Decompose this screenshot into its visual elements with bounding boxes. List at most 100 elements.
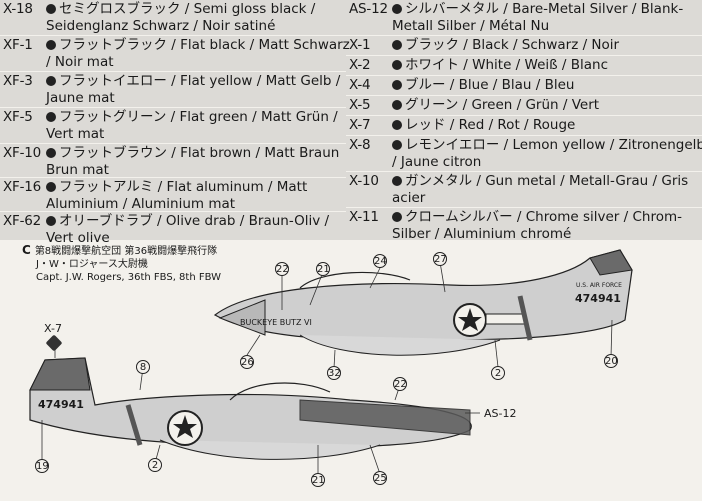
legend-row: AS-12 シルバーメタル / Bare-Metal Silver / Blan… xyxy=(346,0,702,36)
paint-name: ブラック / Black / Schwarz / Noir xyxy=(405,37,620,53)
paint-name: レッド / Red / Rot / Rouge xyxy=(405,117,576,133)
paint-name-line2: / Jaune citron xyxy=(392,154,482,170)
paint-name: フラットイエロー / Flat yellow / Matt Gelb / xyxy=(59,73,341,89)
paint-code: X-2 xyxy=(349,57,371,73)
paint-code: X-8 xyxy=(349,137,371,153)
legend-row: X-2 ホワイト / White / Weiß / Blanc xyxy=(346,56,702,76)
paint-name: セミグロスブラック / Semi gloss black / xyxy=(59,1,316,17)
callout-marker: 21 xyxy=(316,262,330,276)
callout-marker: 21 xyxy=(311,473,325,487)
callout-marker: 22 xyxy=(393,377,407,391)
callout-marker: 2 xyxy=(491,366,505,380)
paint-code: X-4 xyxy=(349,77,371,93)
paint-name: ホワイト / White / Weiß / Blanc xyxy=(405,57,609,73)
paint-dot-icon xyxy=(46,4,56,14)
legend-row: XF-10 フラットブラウン / Flat brown / Matt Braun… xyxy=(0,144,346,178)
paint-code: X-10 xyxy=(349,173,379,189)
paint-code: AS-12 xyxy=(349,1,388,17)
paint-name: フラットアルミ / Flat aluminum / Matt xyxy=(59,179,308,195)
paint-name-line2: Seidenglanz Schwarz / Noir satiné xyxy=(46,18,276,34)
paint-dot-icon xyxy=(46,216,56,226)
paint-name-line2: Brun mat xyxy=(46,162,109,178)
legend-row: X-1 ブラック / Black / Schwarz / Noir xyxy=(346,36,702,56)
paint-name-line2: Vert olive xyxy=(46,230,110,246)
serial-number-top: 474941 xyxy=(575,292,621,305)
paint-dot-icon xyxy=(392,140,402,150)
paint-dot-icon xyxy=(392,4,402,14)
lower-aircraft-drawing xyxy=(29,357,472,460)
paint-code: XF-3 xyxy=(3,73,33,89)
callout-marker: 26 xyxy=(240,355,254,369)
paint-code: X-11 xyxy=(349,209,379,225)
paint-dot-icon xyxy=(46,148,56,158)
legend-row: XF-62 オリーブドラブ / Olive drab / Braun-Oliv … xyxy=(0,212,346,246)
paint-name: ガンメタル / Gun metal / Metall-Grau / Gris xyxy=(405,173,689,189)
legend-row: X-11 クロームシルバー / Chrome silver / Chrom-Si… xyxy=(346,208,702,242)
paint-code: X-18 xyxy=(3,1,33,17)
legend-row: X-7 レッド / Red / Rot / Rouge xyxy=(346,116,702,136)
callout-marker: 2 xyxy=(148,458,162,472)
legend-row: X-4 ブルー / Blue / Blau / Bleu xyxy=(346,76,702,96)
paint-dot-icon xyxy=(46,182,56,192)
paint-dot-icon xyxy=(392,80,402,90)
paint-dot-icon xyxy=(392,40,402,50)
paint-name-line2: Silber / Aluminium chromé xyxy=(392,226,572,242)
legend-left-column: X-18 セミグロスブラック / Semi gloss black /Seide… xyxy=(0,0,350,246)
paint-code: X-1 xyxy=(349,37,371,53)
paint-code: XF-1 xyxy=(3,37,33,53)
callout-marker: 8 xyxy=(136,360,150,374)
legend-row: X-5 グリーン / Green / Grün / Vert xyxy=(346,96,702,116)
caption-line1: 第8戦闘爆撃航空団 第36戦闘爆撃飛行隊 xyxy=(34,246,218,257)
paint-name-line2: Jaune mat xyxy=(46,90,115,106)
paint-name: フラットグリーン / Flat green / Matt Grün / xyxy=(59,109,338,125)
paint-name-line2: Aluminium / Aluminium mat xyxy=(46,196,236,212)
upper-aircraft-drawing xyxy=(213,249,633,356)
callout-marker: 25 xyxy=(373,471,387,485)
callout-marker: 19 xyxy=(35,459,49,473)
aircraft-diagram xyxy=(29,249,633,476)
legend-row: XF-3 フラットイエロー / Flat yellow / Matt Gelb … xyxy=(0,72,346,108)
paint-dot-icon xyxy=(46,76,56,86)
paint-name: フラットブラック / Flat black / Matt Schwarz xyxy=(59,37,350,53)
paint-name-line2: acier xyxy=(392,190,426,206)
x7-label: X-7 xyxy=(44,322,62,335)
paint-name: クロームシルバー / Chrome silver / Chrom- xyxy=(405,209,682,225)
paint-name: シルバーメタル / Bare-Metal Silver / Blank- xyxy=(405,1,684,17)
paint-name: フラットブラウン / Flat brown / Matt Braun xyxy=(59,145,340,161)
callout-marker: 24 xyxy=(373,254,387,268)
paint-name: グリーン / Green / Grün / Vert xyxy=(405,97,600,113)
paint-code: X-5 xyxy=(349,97,371,113)
callout-marker: 20 xyxy=(604,354,618,368)
paint-name-line2: Metall Silber / Métal Nu xyxy=(392,18,550,34)
scheme-letter: C xyxy=(22,243,31,257)
nose-art-label: BUCKEYE BUTZ VI xyxy=(240,318,312,327)
paint-dot-icon xyxy=(46,40,56,50)
legend-row: X-18 セミグロスブラック / Semi gloss black /Seide… xyxy=(0,0,346,36)
paint-dot-icon xyxy=(46,112,56,122)
legend-row: X-8 レモンイエロー / Lemon yellow / Zitronengel… xyxy=(346,136,702,172)
callout-marker: 27 xyxy=(433,252,447,266)
paint-code: XF-16 xyxy=(3,179,42,195)
serial-number-bottom: 474941 xyxy=(38,398,84,411)
as12-label: AS-12 xyxy=(484,407,517,420)
paint-code: X-7 xyxy=(349,117,371,133)
callout-marker: 32 xyxy=(327,366,341,380)
paint-dot-icon xyxy=(392,60,402,70)
paint-dot-icon xyxy=(392,176,402,186)
legend-row: XF-5 フラットグリーン / Flat green / Matt Grün /… xyxy=(0,108,346,144)
caption-line3: Capt. J.W. Rogers, 36th FBS, 8th FBW xyxy=(36,272,222,283)
paint-code: XF-10 xyxy=(3,145,42,161)
legend-row: X-10 ガンメタル / Gun metal / Metall-Grau / G… xyxy=(346,172,702,208)
paint-dot-icon xyxy=(392,100,402,110)
paint-name: オリーブドラブ / Olive drab / Braun-Oliv / xyxy=(59,213,330,229)
legend-right-column: AS-12 シルバーメタル / Bare-Metal Silver / Blan… xyxy=(346,0,702,242)
paint-dot-icon xyxy=(392,120,402,130)
paint-name: ブルー / Blue / Blau / Bleu xyxy=(405,77,575,93)
paint-name: レモンイエロー / Lemon yellow / Zitronengelb xyxy=(405,137,702,153)
paint-code: XF-5 xyxy=(3,109,33,125)
paint-name-line2: / Noir mat xyxy=(46,54,114,70)
color-legend: X-18 セミグロスブラック / Semi gloss black /Seide… xyxy=(0,0,702,246)
paint-code: XF-62 xyxy=(3,213,42,229)
